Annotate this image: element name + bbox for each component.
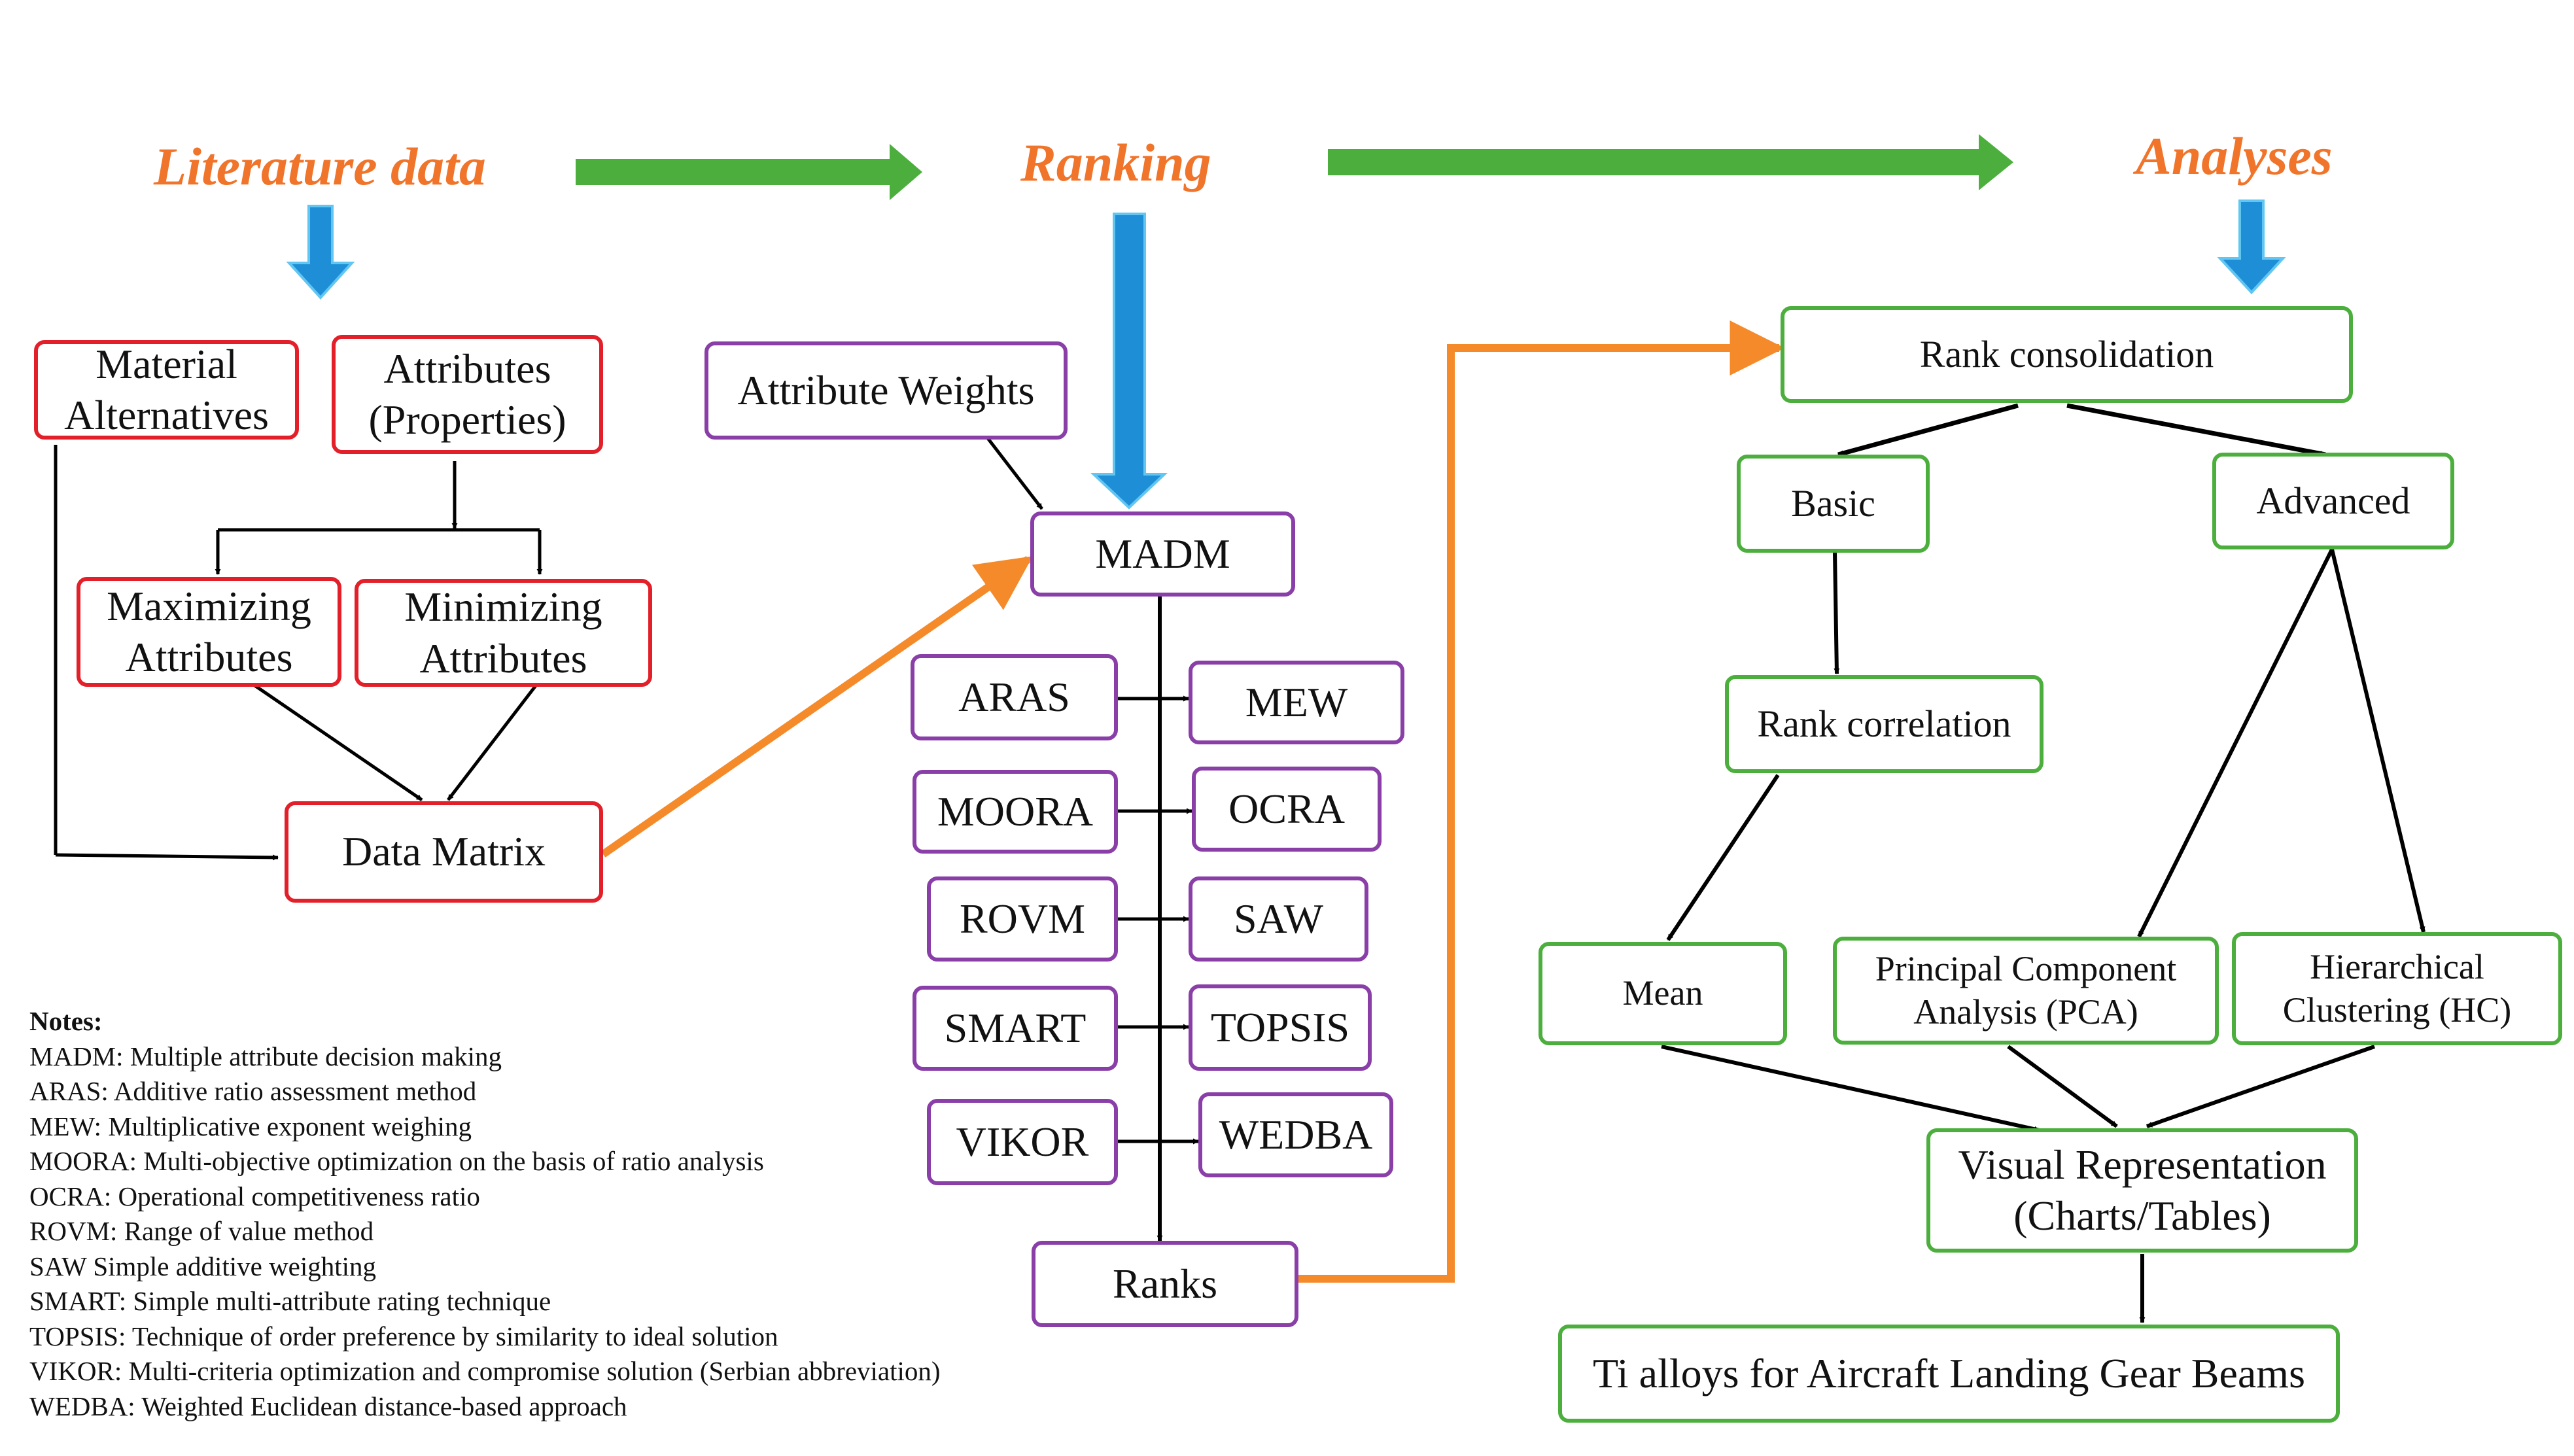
node-data-matrix: Data Matrix: [285, 801, 603, 903]
connector-datamatrix-to-madm: [600, 556, 1033, 858]
notes-title: Notes:: [29, 1006, 103, 1036]
node-mean: Mean: [1539, 942, 1787, 1045]
connector-minimizing-to-datamatrix: [447, 684, 538, 801]
note-line-smart: SMART: Simple multi-attribute rating tec…: [29, 1286, 551, 1316]
node-attributes-properties: Attributes (Properties): [332, 335, 603, 454]
node-saw: SAW: [1189, 876, 1368, 962]
node-attribute-weights: Attribute Weights: [704, 341, 1068, 440]
connector-maximizing-to-datamatrix: [251, 682, 423, 802]
note-line-rovm: ROVM: Range of value method: [29, 1216, 374, 1246]
note-line-topsis: TOPSIS: Technique of order preference by…: [29, 1321, 778, 1351]
node-smart: SMART: [913, 986, 1118, 1071]
header-ranking: Ranking: [1020, 133, 1211, 192]
connector-advanced-to-hc: [2330, 549, 2426, 933]
connector-pca-to-visual: [2007, 1045, 2118, 1128]
node-pca: Principal Component Analysis (PCA): [1833, 937, 2219, 1045]
node-aras: ARAS: [911, 654, 1118, 740]
connector-ranks-to-rank-consolidation: [1298, 321, 1785, 1283]
node-basic: Basic: [1737, 455, 1930, 553]
note-line-wedba: WEDBA: Weighted Euclidean distance-based…: [29, 1391, 627, 1421]
header-analyses: Analyses: [2136, 126, 2333, 186]
connector-mean-to-visual: [1661, 1045, 2040, 1132]
node-madm: MADM: [1030, 511, 1295, 597]
node-minimizing-attributes: Minimizing Attributes: [355, 579, 652, 687]
connector-advanced-to-pca: [2137, 548, 2334, 938]
node-rank-correlation: Rank correlation: [1725, 675, 2044, 773]
header-literature-data: Literature data: [154, 137, 486, 196]
connector-rank-correlation-to-mean: [1666, 774, 1780, 941]
flow-arrow-ranking-to-analyses: [1328, 134, 2013, 190]
node-rovm: ROVM: [927, 876, 1118, 962]
node-ocra: OCRA: [1192, 767, 1382, 852]
connector-weights-to-madm: [986, 437, 1043, 510]
node-ti-alloys: Ti alloys for Aircraft Landing Gear Beam…: [1558, 1325, 2340, 1423]
node-vikor: VIKOR: [927, 1099, 1118, 1185]
node-topsis: TOPSIS: [1189, 984, 1372, 1071]
note-line-madm: MADM: Multiple attribute decision making: [29, 1041, 502, 1071]
node-maximizing-attributes: Maximizing Attributes: [77, 577, 341, 687]
connector-material-to-datamatrix: [55, 853, 279, 861]
node-advanced: Advanced: [2212, 453, 2454, 549]
connector-consolidation-to-basic: [1837, 403, 2019, 457]
node-ranks: Ranks: [1032, 1241, 1298, 1327]
down-arrow-literature: [286, 205, 355, 300]
note-line-mew: MEW: Multiplicative exponent weighing: [29, 1111, 472, 1141]
connector-basic-to-rank-correlation: [1833, 552, 1840, 674]
node-material-alternatives: Material Alternatives: [34, 340, 299, 440]
down-arrow-analyses: [2217, 199, 2286, 294]
node-moora: MOORA: [913, 770, 1118, 854]
node-mew: MEW: [1189, 661, 1404, 744]
note-line-moora: MOORA: Multi-objective optimization on t…: [29, 1146, 764, 1176]
flow-arrow-lit-to-ranking: [576, 144, 922, 200]
note-line-vikor: VIKOR: Multi-criteria optimization and c…: [29, 1356, 941, 1386]
notes-legend: Notes: MADM: Multiple attribute decision…: [29, 1004, 1141, 1424]
connector-consolidation-to-advanced: [2066, 403, 2326, 457]
note-line-aras: ARAS: Additive ratio assessment method: [29, 1076, 477, 1106]
node-rank-consolidation: Rank consolidation: [1781, 306, 2353, 403]
node-wedba: WEDBA: [1198, 1092, 1393, 1177]
down-arrow-ranking: [1090, 213, 1168, 510]
note-line-saw: SAW Simple additive weighting: [29, 1251, 377, 1281]
connector-hc-to-visual: [2146, 1045, 2375, 1128]
node-visual-representation: Visual Representation (Charts/Tables): [1926, 1128, 2358, 1253]
note-line-ocra: OCRA: Operational competitiveness ratio: [29, 1181, 480, 1211]
node-hierarchical-clustering: Hierarchical Clustering (HC): [2232, 932, 2562, 1045]
